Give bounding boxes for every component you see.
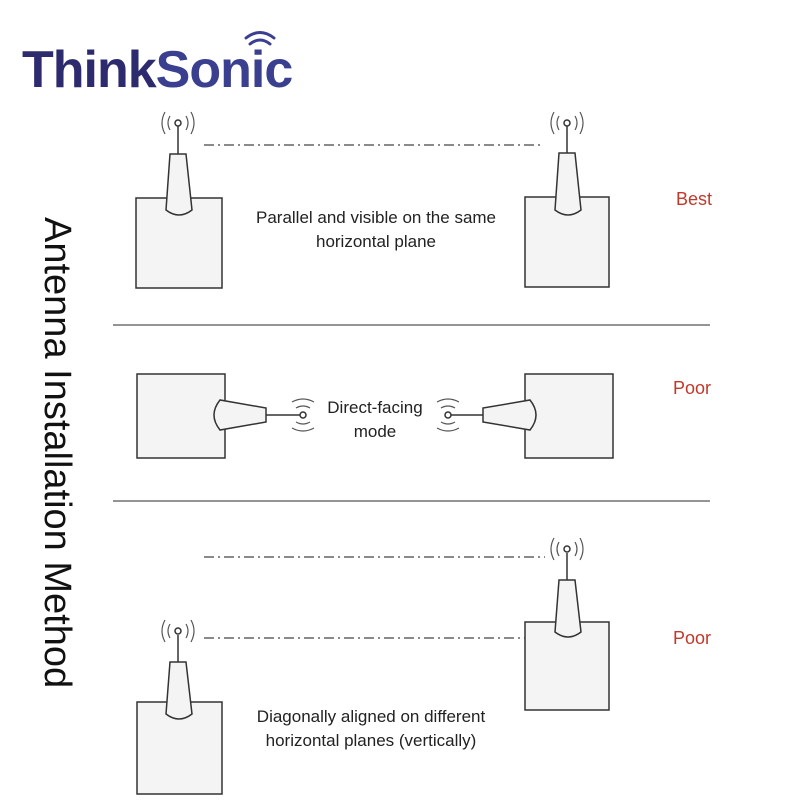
section-2-description: Direct-facing mode [305,396,445,444]
description-line: Parallel and visible on the same [255,208,497,227]
signal-waves-icon [550,537,584,561]
section-2-left-device [136,373,307,459]
section-3-left-device [136,627,223,795]
section-1-right-device [524,119,610,288]
brand-logo: ThinkSonic [22,40,294,100]
description-line: horizontal planes (vertically) [265,731,477,750]
signal-waves-icon [550,111,584,135]
section-2-right-device [444,373,614,459]
section-3-right-device [524,545,610,711]
rating-label: Poor [673,378,712,398]
brand-name-part1: Think [22,41,157,99]
signal-waves-icon [161,619,195,643]
description-line: horizontal plane [315,232,437,251]
signal-waves-icon [291,398,315,432]
page-title: Antenna Installation Method [36,216,78,689]
description-line: mode [353,422,397,441]
rating-label: Poor [673,628,712,648]
rating-label: Best [676,189,713,209]
section-3-description: Diagonally aligned on different horizont… [226,705,516,753]
section-1-description: Parallel and visible on the same horizon… [226,206,526,254]
signal-waves-icon [161,111,195,135]
section-1-left-device [135,119,223,289]
description-line: Direct-facing [327,398,423,417]
signal-waves-icon [436,398,460,432]
description-line: Diagonally aligned on different [256,707,486,726]
brand-name-part2: Sonic [155,41,294,99]
